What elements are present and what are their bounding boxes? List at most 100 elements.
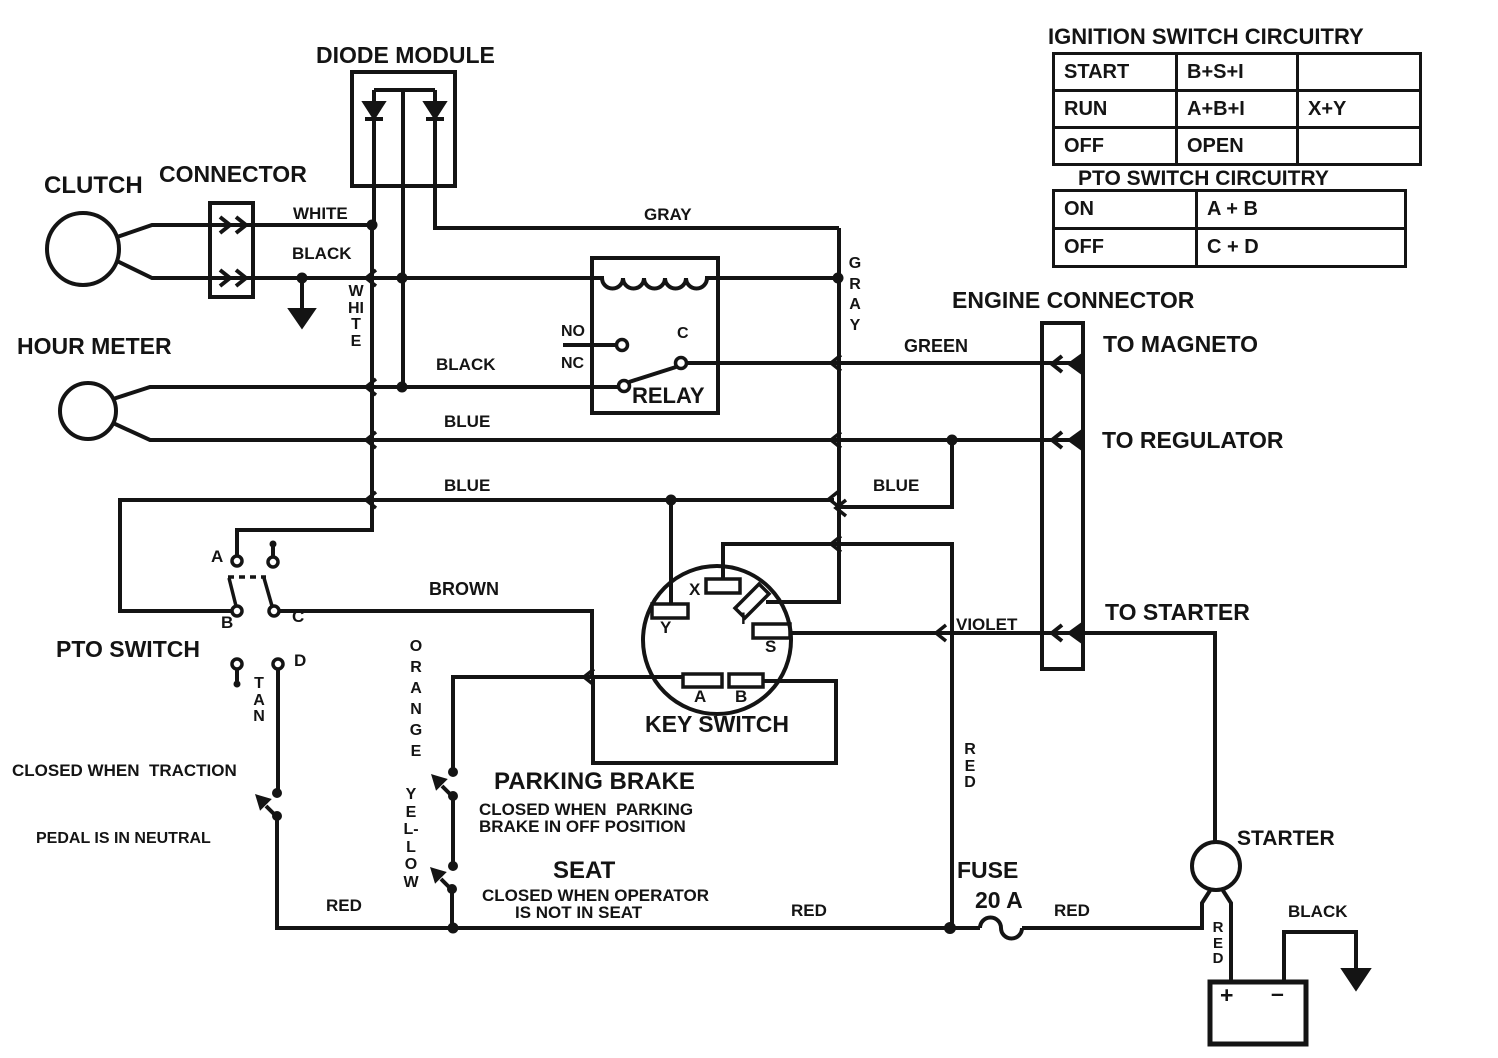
label-fuse-amps: 20 A [975, 887, 1023, 913]
wire-red-label-v-fuse: RED [964, 741, 976, 791]
label-seat-sub2: IS NOT IN SEAT [515, 903, 643, 922]
label-seat-sub1: CLOSED WHEN OPERATOR [482, 886, 709, 905]
fuse-symbol [978, 887, 1213, 941]
wire-black-label-1: BLACK [292, 244, 352, 263]
clutch-connector-symbol [208, 201, 255, 299]
wire-black-2 [112, 385, 618, 401]
key-term-b: B [735, 687, 748, 706]
wire-red-label-right: RED [1054, 901, 1090, 920]
wire-blue-label-3: BLUE [873, 476, 920, 495]
wire-gray-label-v: GRAY [848, 255, 862, 334]
label-pto-switch: PTO SWITCH [56, 636, 200, 662]
title-ignition: IGNITION SWITCH CIRCUITRY [1048, 24, 1364, 49]
table-cell: A + B [1195, 189, 1407, 230]
label-key-switch: KEY SWITCH [645, 711, 789, 737]
diode-module-symbol [350, 70, 839, 387]
label-diode-module: DIODE MODULE [316, 42, 495, 68]
key-switch-symbol [641, 564, 793, 716]
wire-gray-label-h: GRAY [644, 205, 692, 224]
table-cell: OFF [1052, 126, 1178, 166]
wire-black-label-battery: BLACK [1288, 902, 1348, 921]
pto-switch-symbol [227, 540, 285, 688]
table-cell: OPEN [1175, 126, 1299, 166]
wire-yellow-label-v: YEL-LOW [403, 786, 419, 891]
label-parking-brake: PARKING BRAKE [494, 768, 695, 795]
pto-term-c: C [292, 607, 305, 626]
table-cell: B+S+I [1175, 52, 1299, 92]
wire-blue-label-2: BLUE [444, 476, 491, 495]
table-cell: RUN [1052, 89, 1178, 129]
wire-black-label-2: BLACK [436, 355, 496, 374]
label-seat: SEAT [553, 857, 616, 884]
label-to-starter: TO STARTER [1105, 599, 1250, 625]
wire-red-label-left: RED [326, 896, 362, 915]
junction-dots [272, 219, 958, 934]
key-term-a: A [694, 687, 707, 706]
wire-keyswitch-interlock [451, 675, 838, 772]
wire-tan-label-v: TAN [253, 675, 265, 725]
label-to-regulator: TO REGULATOR [1102, 427, 1284, 453]
label-fuse: FUSE [957, 857, 1019, 883]
relay-term-nc: NC [561, 355, 585, 372]
wire-violet-label: VIOLET [956, 615, 1018, 634]
wire-green-label: GREEN [904, 336, 969, 356]
connector-chevrons [363, 268, 948, 687]
relay-term-no: NO [561, 323, 585, 340]
battery-plus-label: + [1220, 982, 1234, 1008]
table-cell: A+B+I [1175, 89, 1299, 129]
title-pto: PTO SWITCH CIRCUITRY [1078, 167, 1329, 190]
wire-brown [280, 609, 594, 677]
seat-switch [430, 867, 454, 928]
wire-blue-2 [118, 440, 954, 613]
table-cell [1296, 52, 1422, 92]
pto-term-d: D [294, 651, 307, 670]
wire-white-label-v: WHITE [348, 283, 364, 350]
pto-term-b: B [221, 613, 234, 632]
label-to-magneto: TO MAGNETO [1103, 331, 1259, 357]
label-relay: RELAY [632, 383, 705, 408]
engine-connector-symbol [1040, 321, 1085, 671]
starter-symbol [1190, 840, 1242, 982]
wire-white-label: WHITE [293, 204, 348, 223]
key-term-y: Y [660, 618, 672, 637]
table-cell: C + D [1195, 227, 1407, 268]
label-hour-meter: HOUR METER [17, 333, 172, 359]
table-cell: X+Y [1296, 89, 1422, 129]
key-term-x: X [689, 580, 701, 599]
wire-blue-label-1: BLUE [444, 412, 491, 431]
label-traction-2: PEDAL IS IN NEUTRAL [36, 830, 211, 847]
label-connector: CONNECTOR [159, 161, 307, 187]
parking-brake-switch [431, 774, 455, 866]
label-clutch: CLUTCH [44, 172, 143, 199]
table-cell: START [1052, 52, 1178, 92]
wire-gray [766, 228, 841, 604]
table-cell [1296, 126, 1422, 166]
hour-meter-symbol [58, 381, 1076, 442]
wire-x-red-vertical [721, 542, 954, 928]
key-term-s: S [765, 637, 777, 656]
label-parking-sub2: BRAKE IN OFF POSITION [479, 817, 686, 836]
ground-symbol-left [287, 278, 317, 330]
wire-brown-label: BROWN [429, 579, 499, 599]
wire-red-label-v-battery: RED [1212, 919, 1224, 967]
label-traction-1: CLOSED WHEN TRACTION [12, 761, 237, 780]
label-parking-sub1: CLOSED WHEN PARKING [479, 800, 694, 819]
table-cell: OFF [1052, 227, 1198, 268]
battery-symbol [1207, 930, 1372, 1047]
label-engine-connector: ENGINE CONNECTOR [952, 287, 1195, 313]
wire-orange-label-v: ORANGE [409, 638, 423, 760]
battery-minus-label: – [1271, 980, 1284, 1006]
relay-term-c: C [677, 325, 689, 342]
wire-red-label-mid: RED [791, 901, 827, 920]
clutch-symbol [45, 211, 592, 287]
relay-symbol [563, 256, 838, 415]
table-cell: ON [1052, 189, 1198, 230]
wire-white [235, 225, 374, 556]
key-term-i: I [741, 609, 746, 628]
label-starter: STARTER [1237, 827, 1335, 850]
pto-term-a: A [211, 547, 224, 566]
